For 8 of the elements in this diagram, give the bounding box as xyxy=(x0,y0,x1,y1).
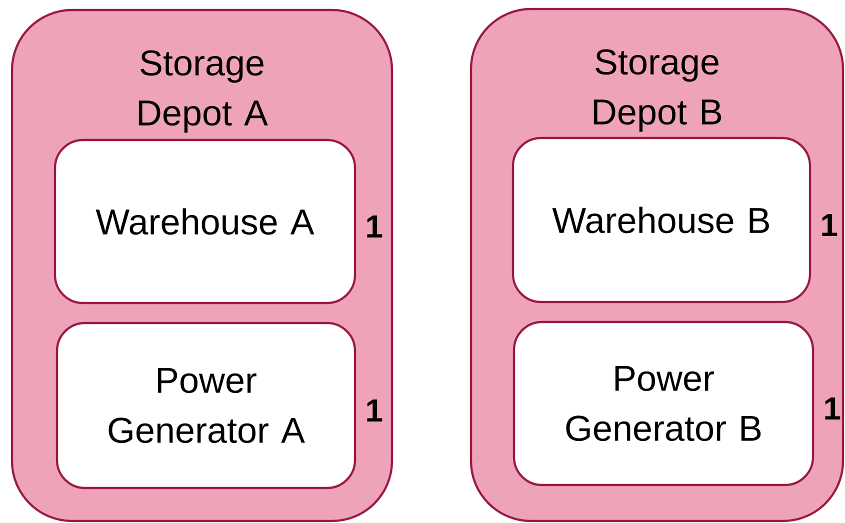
multiplicity-label: 1 xyxy=(367,216,382,238)
rounded-box: Power Generator B xyxy=(512,320,814,486)
rounded-box: Warehouse A xyxy=(54,138,356,304)
multiplicity-label: 1 xyxy=(825,398,840,420)
rounded-box: Warehouse B xyxy=(512,136,812,304)
multiplicity-label: 1 xyxy=(367,400,382,422)
multiplicity-label: 1 xyxy=(822,214,838,236)
rounded-box: Power Generator A xyxy=(56,322,356,490)
